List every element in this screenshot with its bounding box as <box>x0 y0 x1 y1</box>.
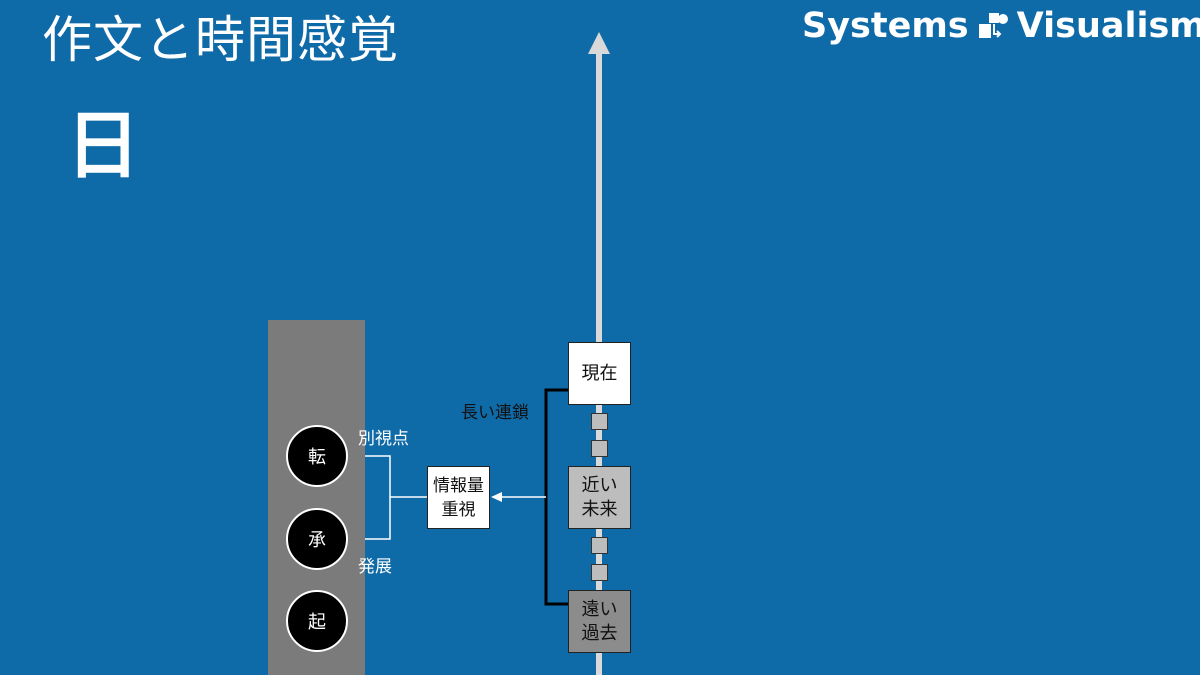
brand-logo: Systems Visualism <box>802 4 1200 48</box>
distant-past-line2: 過去 <box>581 622 618 644</box>
different-viewpoint-label: 別視点 <box>358 429 409 449</box>
chain-link-square <box>591 440 608 457</box>
long-chain-bracket <box>544 388 568 606</box>
time-axis-arrowhead-icon <box>588 32 610 54</box>
distant-past-line1: 遠い <box>581 598 618 620</box>
near-future-box: 近い 未来 <box>568 466 631 529</box>
sho-circle: 承 <box>286 508 348 570</box>
chain-to-info-arrowhead-icon <box>491 492 502 502</box>
info-box-line2: 重視 <box>441 499 476 520</box>
page-title: 作文と時間感覚 <box>42 11 399 69</box>
info-to-sho-connector <box>362 497 391 540</box>
sho-label: 承 <box>308 530 326 551</box>
long-chain-label: 長い連鎖 <box>461 403 529 423</box>
ten-label: 転 <box>308 447 326 468</box>
chain-link-square <box>591 413 608 430</box>
near-future-line1: 近い <box>581 474 618 496</box>
near-future-line2: 未来 <box>581 498 618 520</box>
info-box-line1: 情報量 <box>433 475 484 496</box>
present-box: 現在 <box>568 342 631 405</box>
info-to-ten-connector <box>362 455 427 498</box>
ten-circle: 転 <box>286 425 348 487</box>
present-label: 現在 <box>581 362 618 384</box>
chain-link-square <box>591 537 608 554</box>
development-label: 発展 <box>358 557 392 577</box>
ki-circle: 起 <box>286 590 348 652</box>
systems-visualism-logo-icon <box>977 10 1009 42</box>
page-subtitle: 日 <box>66 103 140 189</box>
information-priority-box: 情報量 重視 <box>427 466 490 529</box>
distant-past-box: 遠い 過去 <box>568 590 631 653</box>
ki-label: 起 <box>308 612 326 633</box>
brand-text-visualism: Visualism <box>1016 6 1200 46</box>
brand-text-systems: Systems <box>802 6 969 46</box>
chain-link-square <box>591 564 608 581</box>
